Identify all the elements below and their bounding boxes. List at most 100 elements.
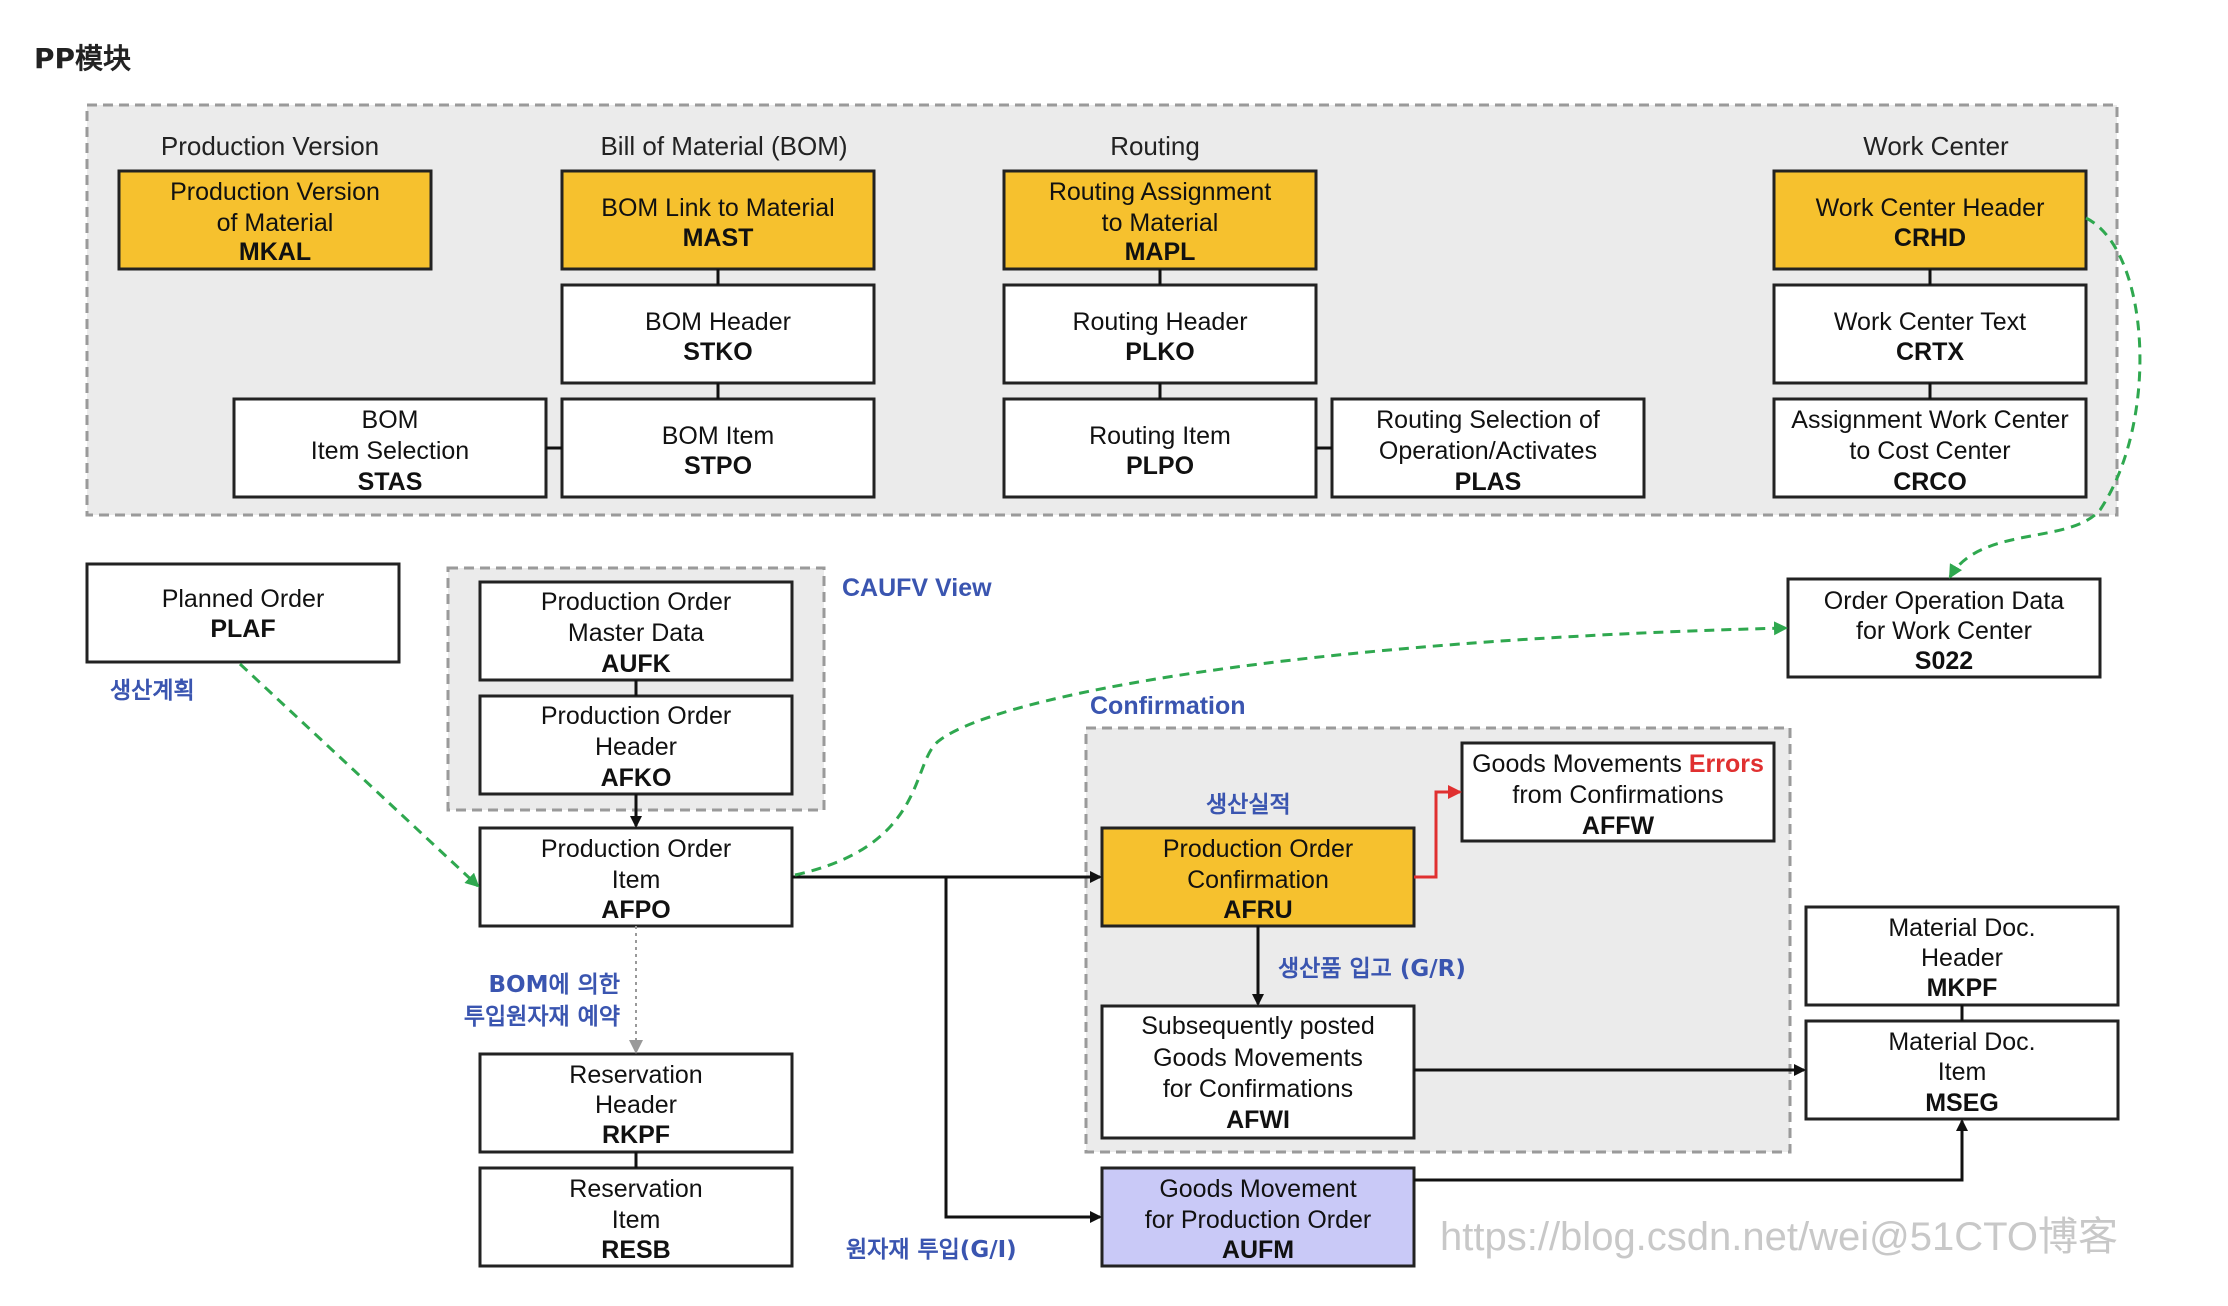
box-mast: BOM Link to Material MAST xyxy=(560,169,876,271)
box-mapl-code: MAPL xyxy=(1125,238,1196,266)
box-plpo: Routing Item PLPO xyxy=(1002,397,1318,499)
box-aufm-line2: for Production Order xyxy=(1145,1206,1372,1234)
box-affw-line1a: Goods Movements xyxy=(1472,750,1689,778)
arrow-aufm-mseg xyxy=(1414,1119,1968,1182)
box-crtx-code: CRTX xyxy=(1896,338,1964,366)
box-plas-line2: Operation/Activates xyxy=(1379,437,1597,465)
box-crhd-line1: Work Center Header xyxy=(1816,194,2045,222)
label-plan: 생산계획 xyxy=(110,678,195,704)
box-afru-line2: Confirmation xyxy=(1187,866,1329,894)
box-mast-line1: BOM Link to Material xyxy=(601,194,834,222)
box-stas: BOM Item Selection STAS xyxy=(232,397,548,499)
box-plaf-line1: Planned Order xyxy=(162,585,325,613)
box-resb: Reservation Item RESB xyxy=(478,1166,794,1268)
box-aufk: Production Order Master Data AUFK xyxy=(478,580,794,682)
box-plaf-code: PLAF xyxy=(210,615,275,643)
box-afru-code: AFRU xyxy=(1223,896,1292,924)
box-mkal-line1: Production Version xyxy=(170,178,380,206)
label-gr: 생산품 입고 (G/R) xyxy=(1278,956,1466,982)
section-routing: Routing xyxy=(1110,131,1200,161)
box-afpo-line2: Item xyxy=(612,866,661,894)
box-stpo-code: STPO xyxy=(684,452,752,480)
box-s022-line1: Order Operation Data xyxy=(1824,587,2064,615)
confirmation-label: Confirmation xyxy=(1090,692,1246,720)
box-s022: Order Operation Data for Work Center S02… xyxy=(1786,577,2102,679)
label-actual: 생산실적 xyxy=(1206,792,1291,818)
box-afru: Production Order Confirmation AFRU xyxy=(1100,826,1416,928)
box-mast-code: MAST xyxy=(683,224,754,252)
box-rkpf-code: RKPF xyxy=(602,1121,670,1149)
box-crco: Assignment Work Center to Cost Center CR… xyxy=(1772,397,2088,499)
box-plas-code: PLAS xyxy=(1455,468,1522,496)
box-s022-line2: for Work Center xyxy=(1856,617,2032,645)
box-mkal-code: MKAL xyxy=(239,238,311,266)
box-mseg-line2: Item xyxy=(1938,1058,1987,1086)
box-stko-code: STKO xyxy=(683,338,752,366)
section-bom: Bill of Material (BOM) xyxy=(600,131,847,161)
box-affw-line1: Goods Movements Errors xyxy=(1472,750,1764,778)
box-crtx-line1: Work Center Text xyxy=(1834,308,2026,336)
box-mkpf: Material Doc. Header MKPF xyxy=(1804,905,2120,1007)
caufv-view-label: CAUFV View xyxy=(842,574,992,602)
box-aufm: Goods Movement for Production Order AUFM xyxy=(1100,1166,1416,1268)
box-affw-errors: Errors xyxy=(1689,750,1764,778)
box-plko: Routing Header PLKO xyxy=(1002,283,1318,385)
box-afpo: Production Order Item AFPO xyxy=(478,826,794,928)
box-mseg: Material Doc. Item MSEG xyxy=(1804,1019,2120,1121)
box-afko-code: AFKO xyxy=(601,764,672,792)
arrow-afru-affw xyxy=(1414,785,1462,879)
box-afko-line2: Header xyxy=(595,733,677,761)
box-mkpf-line1: Material Doc. xyxy=(1888,914,2035,942)
box-stko: BOM Header STKO xyxy=(560,283,876,385)
box-mseg-line1: Material Doc. xyxy=(1888,1028,2035,1056)
box-stpo: BOM Item STPO xyxy=(560,397,876,499)
box-stas-line2: Item Selection xyxy=(311,437,469,465)
box-stas-code: STAS xyxy=(358,468,423,496)
box-aufm-code: AUFM xyxy=(1222,1236,1294,1264)
box-crco-code: CRCO xyxy=(1893,468,1967,496)
label-gi: 원자재 투입(G/I) xyxy=(846,1237,1017,1263)
arrow-plaf-afpo xyxy=(238,662,480,888)
box-mapl: Routing Assignment to Material MAPL xyxy=(1002,169,1318,271)
box-mkpf-code: MKPF xyxy=(1927,974,1998,1002)
page-title: PP模块 xyxy=(34,42,131,75)
box-affw-code: AFFW xyxy=(1582,812,1655,840)
box-plko-code: PLKO xyxy=(1125,338,1194,366)
box-plko-line1: Routing Header xyxy=(1072,308,1247,336)
label-bom-res-2: 투입원자재 예약 xyxy=(464,1004,620,1030)
box-rkpf-line1: Reservation xyxy=(569,1061,702,1089)
box-resb-line2: Item xyxy=(612,1206,661,1234)
box-afko-line1: Production Order xyxy=(541,702,731,730)
box-mapl-line2: to Material xyxy=(1102,209,1219,237)
box-plaf: Planned Order PLAF xyxy=(85,562,401,664)
arrow-afpo-aufm xyxy=(944,877,1102,1223)
box-plas: Routing Selection of Operation/Activates… xyxy=(1330,397,1646,499)
box-aufm-line1: Goods Movement xyxy=(1159,1175,1356,1203)
box-rkpf: Reservation Header RKPF xyxy=(478,1052,794,1154)
box-aufk-line1: Production Order xyxy=(541,588,731,616)
box-afwi-line2: Goods Movements xyxy=(1153,1044,1363,1072)
box-aufk-line2: Master Data xyxy=(568,619,704,647)
box-afko: Production Order Header AFKO xyxy=(478,694,794,796)
box-crhd-code: CRHD xyxy=(1894,224,1966,252)
label-bom-res-1: BOM에 의한 xyxy=(489,972,620,998)
box-stko-line1: BOM Header xyxy=(645,308,791,336)
arrow-crhd-s022 xyxy=(1948,216,2142,579)
arrow-afpo-s022 xyxy=(794,621,1788,877)
watermark: https://blog.csdn.net/wei@51CTO博客 xyxy=(1440,1215,2118,1259)
box-afpo-line1: Production Order xyxy=(541,835,731,863)
section-production-version: Production Version xyxy=(161,131,379,161)
box-resb-line1: Reservation xyxy=(569,1175,702,1203)
box-stpo-line1: BOM Item xyxy=(662,422,775,450)
box-crco-line2: to Cost Center xyxy=(1849,437,2010,465)
box-crco-line1: Assignment Work Center xyxy=(1791,406,2068,434)
box-s022-code: S022 xyxy=(1915,647,1973,675)
box-mkal-line2: of Material xyxy=(217,209,334,237)
box-afwi-line1: Subsequently posted xyxy=(1141,1012,1375,1040)
box-mseg-code: MSEG xyxy=(1925,1089,1999,1117)
section-work-center: Work Center xyxy=(1863,131,2009,161)
box-affw-line2: from Confirmations xyxy=(1512,781,1723,809)
box-resb-code: RESB xyxy=(601,1236,670,1264)
